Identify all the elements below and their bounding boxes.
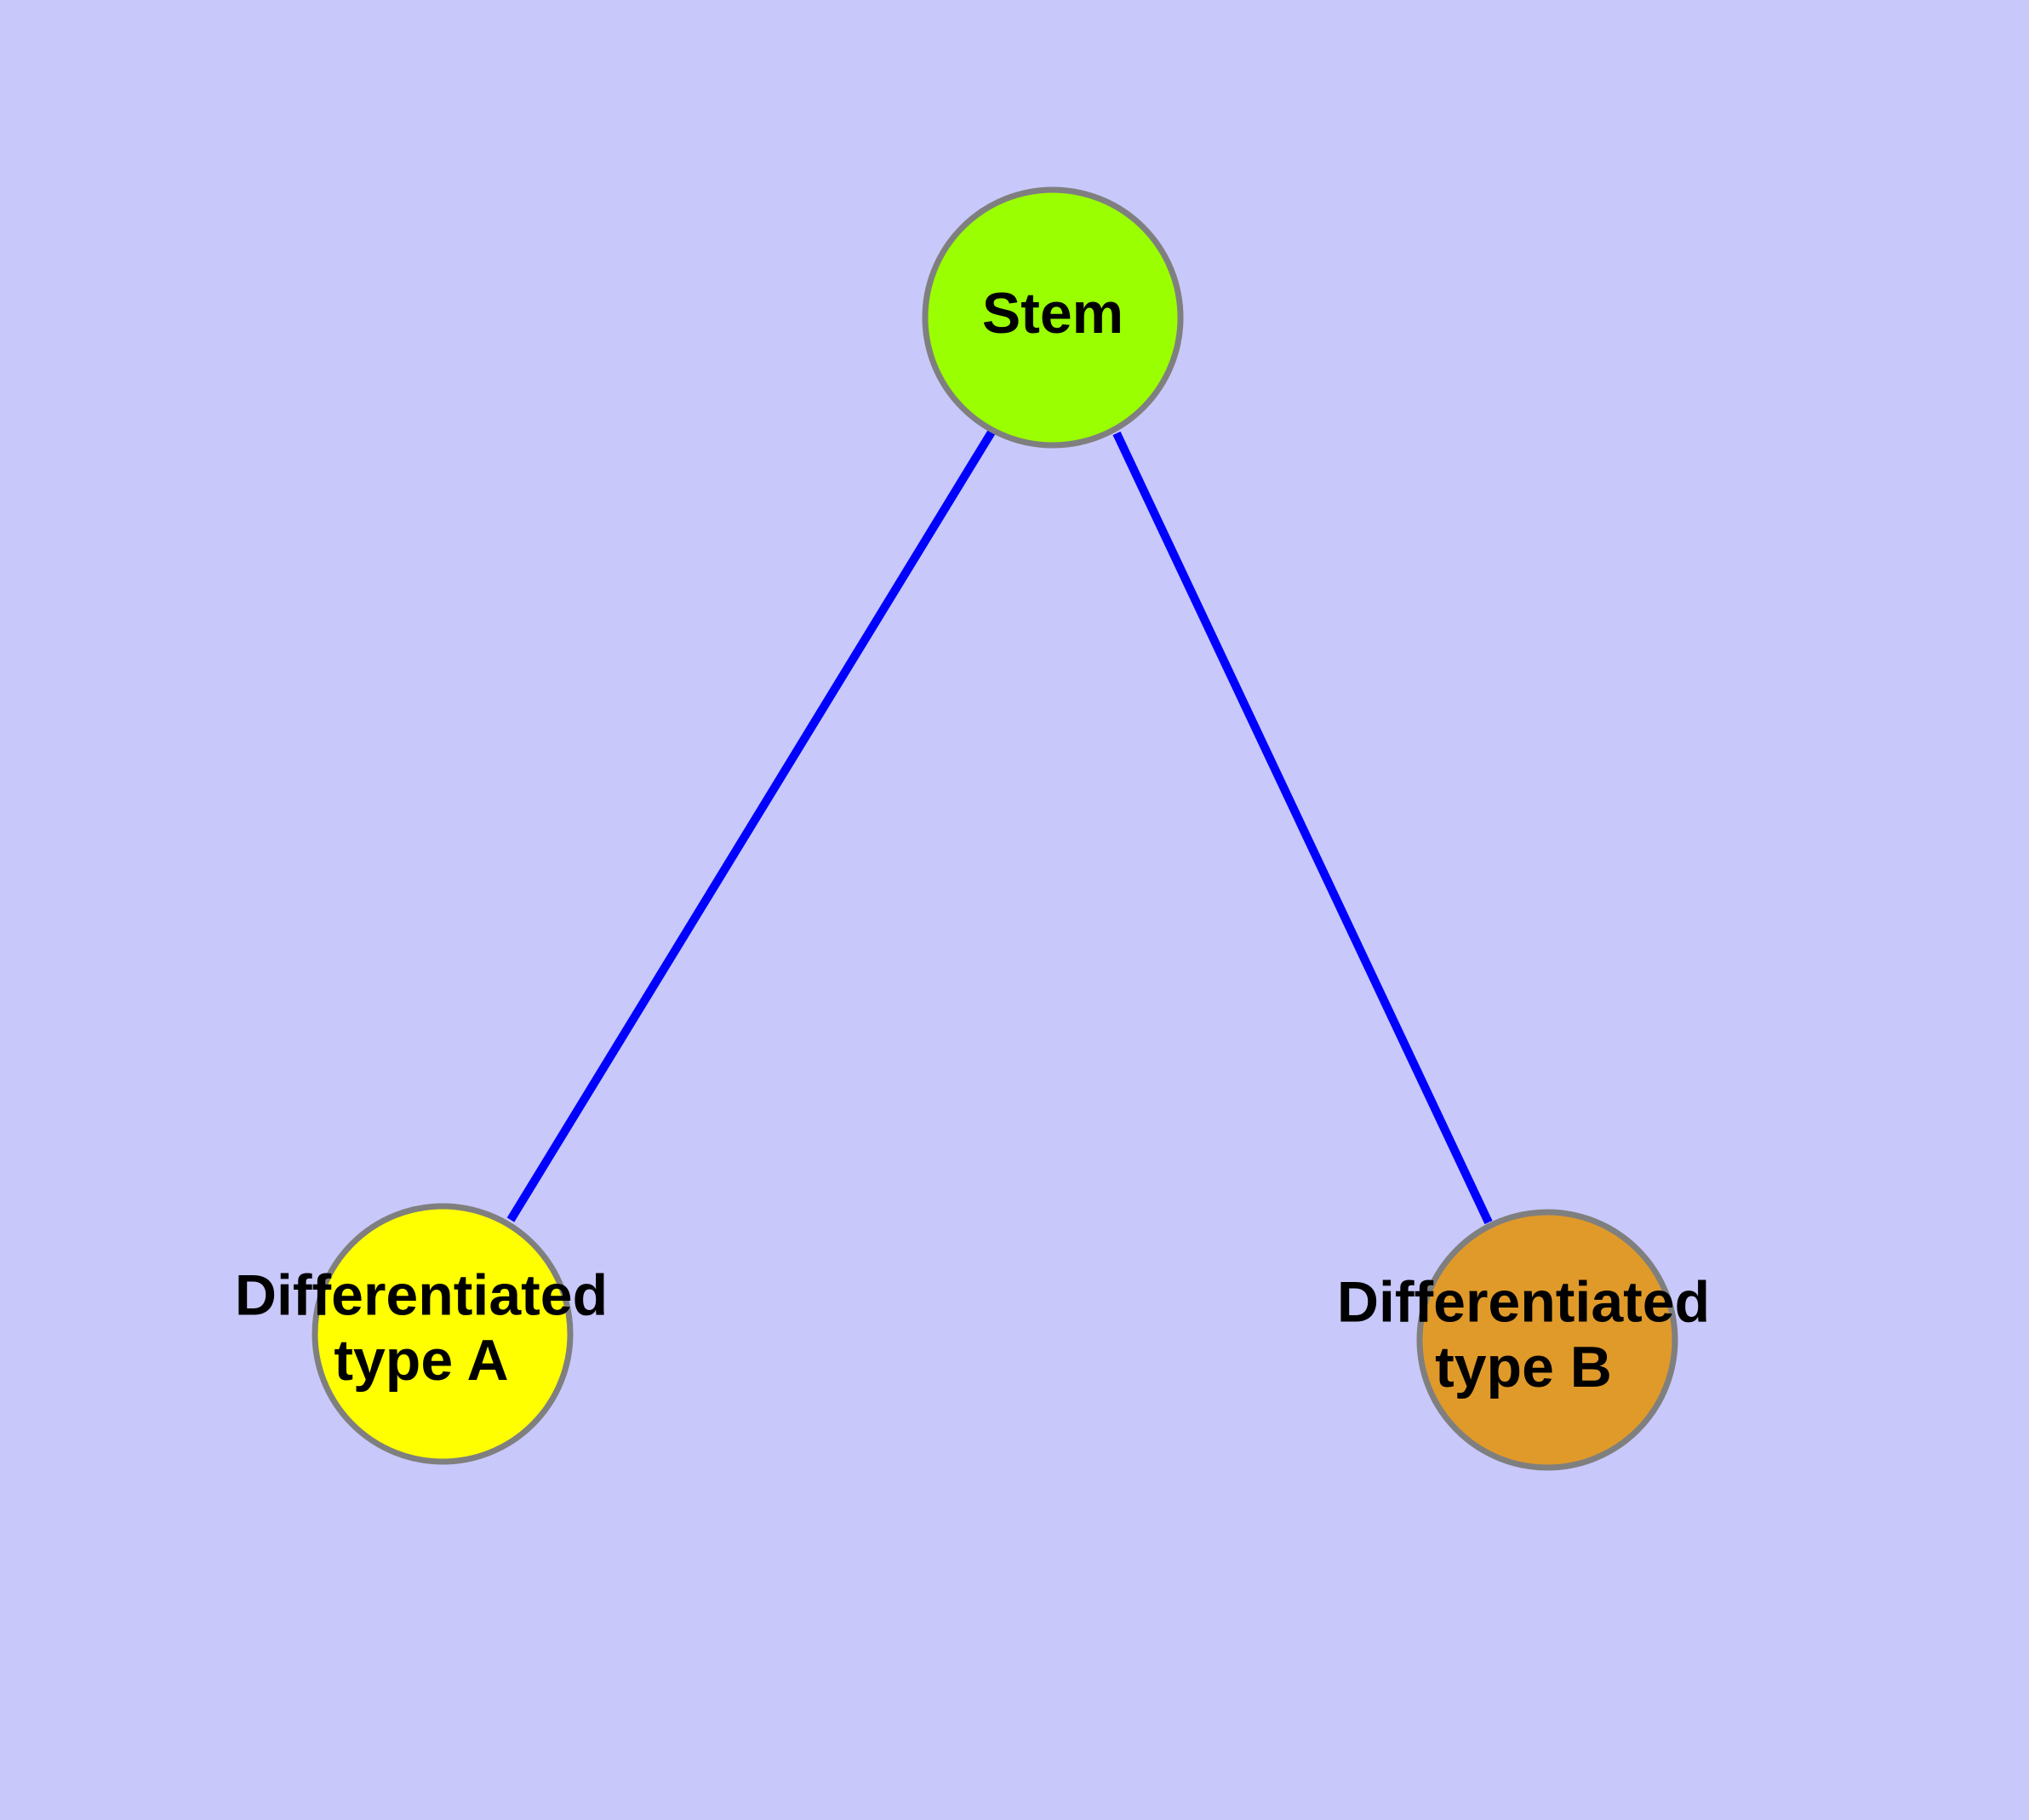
edges-group [506, 428, 1493, 1225]
node-label-stem: Stem [982, 281, 1123, 346]
node-diff-type-a[interactable] [311, 1203, 574, 1465]
node-stem[interactable] [922, 186, 1184, 449]
edge-stem-to-type-a[interactable] [506, 428, 997, 1222]
node-label-line1-stem: Stem [982, 281, 1123, 346]
node-diff-type-b[interactable] [1416, 1209, 1678, 1471]
node-label-line2-diff-type-a: type A [334, 1328, 508, 1393]
node-label-line1-diff-type-b: Differentiated [1337, 1270, 1710, 1335]
node-label-line2-diff-type-b: type B [1435, 1335, 1612, 1399]
nodes-group [311, 186, 1678, 1471]
edge-stem-to-type-b[interactable] [1112, 431, 1493, 1225]
node-label-line1-diff-type-a: Differentiated [235, 1263, 608, 1328]
